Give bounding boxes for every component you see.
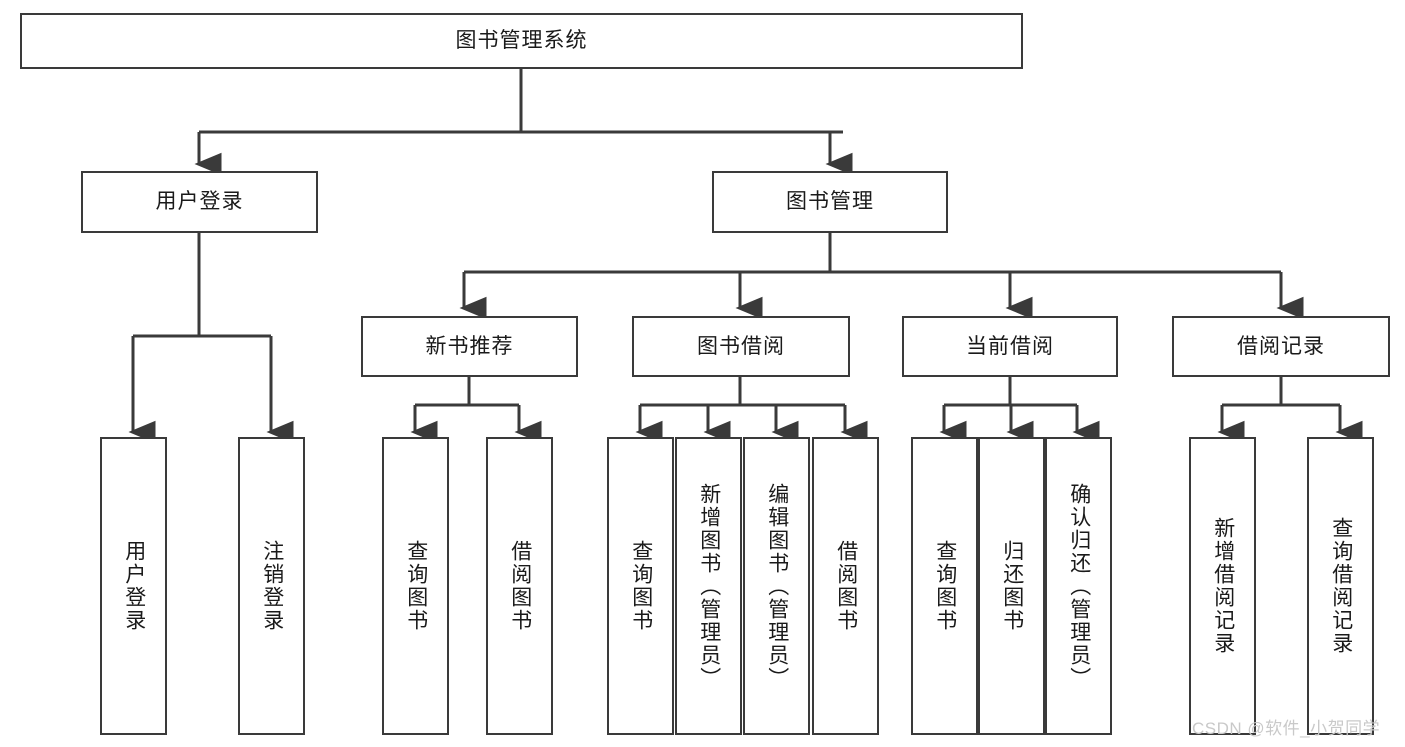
node-leaf-current-query[interactable]: 查询图书 (911, 437, 978, 735)
node-leaf-user-logout-label: 注销登录 (260, 540, 284, 632)
node-leaf-current-confirm-return-label: 确认归还（管理员） (1067, 482, 1091, 690)
node-book-management[interactable]: 图书管理 (712, 171, 948, 233)
node-borrow-records-label: 借阅记录 (1237, 334, 1325, 358)
node-leaf-user-login-label: 用户登录 (122, 540, 146, 632)
node-leaf-borrow-query-label: 查询图书 (629, 540, 653, 632)
node-leaf-records-query[interactable]: 查询借阅记录 (1307, 437, 1374, 735)
watermark-text: CSDN @软件_小贺同学 (1192, 719, 1381, 738)
node-leaf-newbook-query-label: 查询图书 (404, 540, 428, 632)
node-leaf-borrow-add-book-label: 新增图书（管理员） (697, 482, 721, 690)
node-leaf-borrow-borrow-book[interactable]: 借阅图书 (812, 437, 879, 735)
node-leaf-records-add-label: 新增借阅记录 (1211, 517, 1235, 655)
node-book-borrow[interactable]: 图书借阅 (632, 316, 850, 377)
node-leaf-newbook-borrow-label: 借阅图书 (508, 540, 532, 632)
node-leaf-records-add[interactable]: 新增借阅记录 (1189, 437, 1256, 735)
node-leaf-newbook-borrow[interactable]: 借阅图书 (486, 437, 553, 735)
node-root[interactable]: 图书管理系统 (20, 13, 1023, 69)
node-book-borrow-label: 图书借阅 (697, 334, 785, 358)
node-current-borrow-label: 当前借阅 (966, 334, 1054, 358)
node-leaf-borrow-borrow-book-label: 借阅图书 (834, 540, 858, 632)
node-new-book-recommend-label: 新书推荐 (425, 334, 514, 358)
node-leaf-records-query-label: 查询借阅记录 (1329, 517, 1353, 655)
node-root-label: 图书管理系统 (455, 29, 588, 53)
node-book-management-label: 图书管理 (786, 190, 874, 214)
node-current-borrow[interactable]: 当前借阅 (902, 316, 1118, 377)
node-borrow-records[interactable]: 借阅记录 (1172, 316, 1390, 377)
node-leaf-newbook-query[interactable]: 查询图书 (382, 437, 449, 735)
node-leaf-current-confirm-return[interactable]: 确认归还（管理员） (1045, 437, 1112, 735)
node-leaf-borrow-add-book[interactable]: 新增图书（管理员） (675, 437, 742, 735)
node-leaf-borrow-edit-book-label: 编辑图书（管理员） (765, 482, 789, 690)
node-leaf-user-logout[interactable]: 注销登录 (238, 437, 305, 735)
node-leaf-current-query-label: 查询图书 (933, 540, 957, 632)
node-user-login[interactable]: 用户登录 (81, 171, 318, 233)
node-new-book-recommend[interactable]: 新书推荐 (361, 316, 578, 377)
node-leaf-user-login[interactable]: 用户登录 (100, 437, 167, 735)
node-leaf-borrow-edit-book[interactable]: 编辑图书（管理员） (743, 437, 810, 735)
node-leaf-current-return-label: 归还图书 (1000, 540, 1024, 632)
node-leaf-borrow-query[interactable]: 查询图书 (607, 437, 674, 735)
node-leaf-current-return[interactable]: 归还图书 (978, 437, 1045, 735)
node-user-login-label: 用户登录 (155, 190, 244, 214)
